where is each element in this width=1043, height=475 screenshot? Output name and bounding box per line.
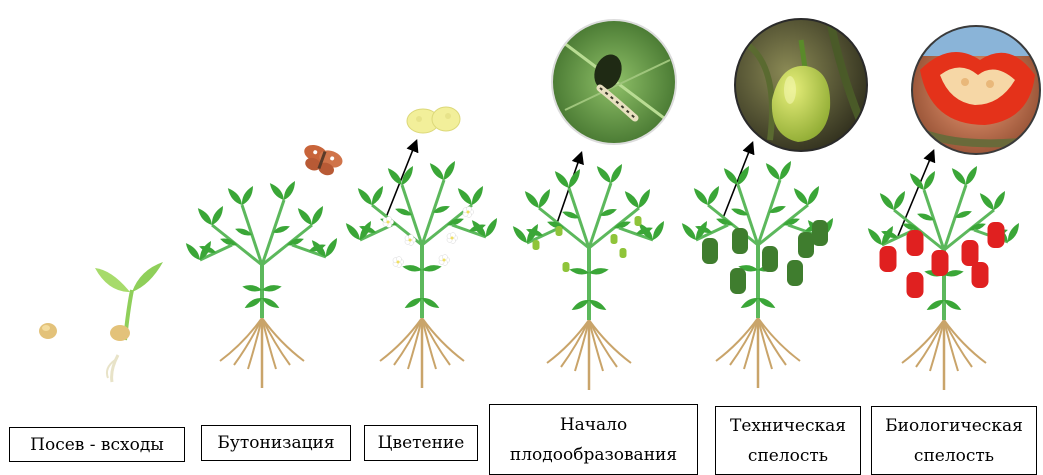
flower [463, 207, 474, 218]
label-fruit-set-line2: плодообразования [510, 444, 677, 466]
pepper-fruit [932, 250, 949, 276]
label-budding-text: Бутонизация [217, 432, 334, 454]
roots [380, 318, 464, 388]
leaf [721, 166, 740, 187]
pepper-plant [183, 179, 340, 388]
label-technical-line1: Техническая [730, 415, 846, 437]
pepper-plant [865, 164, 1022, 390]
butterfly-icon [299, 142, 345, 179]
arrow-technical [723, 144, 752, 218]
leaf [588, 267, 609, 276]
leaf [225, 186, 244, 207]
pepper-fruit [907, 272, 924, 298]
pepper-fruit [762, 246, 778, 272]
pepper-fruit [563, 262, 570, 272]
leaf [679, 221, 698, 242]
leaf [522, 189, 541, 210]
pepper-fruit [620, 248, 627, 258]
leaf [261, 284, 282, 293]
pepper-fruit [556, 226, 563, 236]
pepper-fruit [611, 234, 618, 244]
leaf [877, 191, 896, 212]
leaf [455, 186, 474, 207]
plants [183, 159, 1022, 390]
label-sowing: Посев - всходы [9, 427, 185, 462]
flower [405, 235, 416, 246]
leaf [763, 161, 782, 182]
pepper-fruit [533, 240, 540, 250]
pepper-fruit [907, 230, 924, 256]
pollen-icon [407, 107, 460, 133]
leaf [267, 181, 286, 202]
leaf [552, 169, 571, 190]
pepper-fruit [730, 268, 746, 294]
leaf [569, 267, 590, 276]
leaf [343, 221, 362, 242]
label-budding: Бутонизация [201, 425, 351, 461]
pepper-fruit [962, 240, 979, 266]
seed-icon [39, 323, 57, 339]
label-biological: Биологическая спелость [871, 406, 1037, 475]
leaf [195, 206, 214, 227]
pepper-fruit [988, 222, 1005, 248]
leaf [295, 206, 314, 227]
label-flowering: Цветение [364, 425, 478, 461]
pepper-fruit [787, 260, 803, 286]
pepper-fruit [635, 216, 642, 226]
pepper-fruit [798, 232, 814, 258]
pepper-fruit [732, 228, 748, 254]
leaf [949, 166, 968, 187]
leaf [791, 186, 810, 207]
leaf [622, 189, 641, 210]
label-flowering-text: Цветение [378, 432, 465, 454]
label-technical-line2: спелость [748, 445, 828, 467]
leaf [691, 186, 710, 207]
leaf [977, 191, 996, 212]
flower [439, 255, 450, 266]
green-pepper-photo [735, 19, 867, 151]
roots [716, 318, 800, 388]
label-fruit-set: Начало плодообразования [489, 404, 698, 475]
roots [220, 318, 304, 388]
label-sowing-text: Посев - всходы [30, 434, 164, 456]
pepper-fruit [702, 238, 718, 264]
pepper-plant [510, 162, 667, 390]
pepper-fruit [880, 246, 897, 272]
roots [902, 320, 986, 390]
label-fruit-set-line1: Начало [560, 414, 627, 436]
red-pepper-photo [910, 26, 1040, 154]
label-biological-line1: Биологическая [885, 415, 1023, 437]
label-technical: Техническая спелость [715, 406, 861, 475]
arrows [385, 142, 933, 236]
leaf [594, 164, 613, 185]
pepper-plant [343, 159, 500, 388]
leaf [402, 264, 423, 273]
flower [447, 233, 458, 244]
seedling-icon [95, 262, 163, 382]
pepper-plant [679, 159, 836, 388]
flower [393, 257, 404, 268]
leaf [421, 264, 442, 273]
leaf [183, 241, 202, 262]
leaf [510, 224, 529, 245]
caterpillar-photo [552, 20, 680, 144]
leaf [242, 284, 263, 293]
leaf [865, 226, 884, 247]
label-biological-line2: спелость [914, 445, 994, 467]
pepper-fruit [812, 220, 828, 246]
leaf [427, 161, 446, 182]
roots [547, 320, 631, 390]
leaf [355, 186, 374, 207]
pepper-fruit [972, 262, 989, 288]
